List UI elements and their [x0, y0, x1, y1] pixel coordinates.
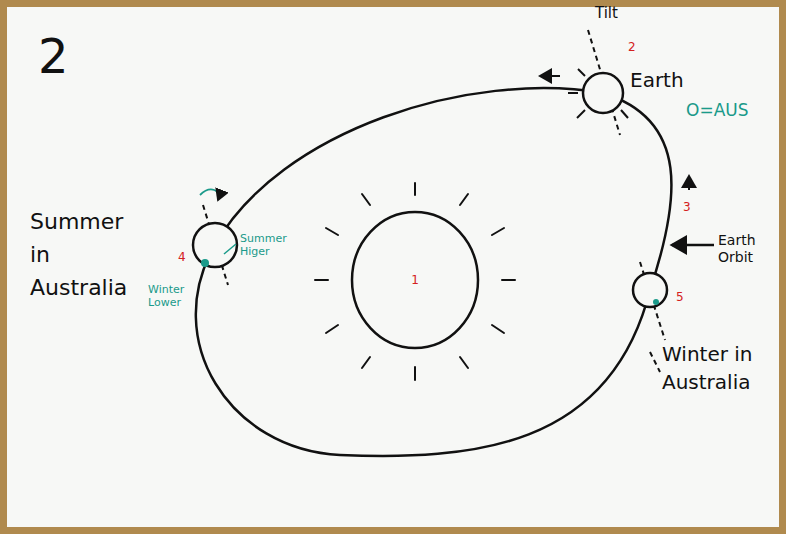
sun-angle-note: Winter Lower	[148, 283, 188, 309]
callout-number: 2	[628, 40, 636, 54]
sun-angle-note: Summer Higer	[240, 232, 302, 258]
earth-label: Earth	[630, 68, 684, 92]
board-number: 2	[38, 28, 69, 86]
orbit-label: Earth Orbit	[718, 232, 778, 266]
season-label: Summer in Australia	[30, 205, 140, 304]
season-label: Winter in Australia	[662, 340, 774, 396]
location-note: O=AUS	[686, 100, 749, 120]
sun-circle: 1	[350, 210, 480, 350]
callout-number: 4	[178, 250, 186, 264]
callout-number: 1	[411, 273, 419, 287]
tilt-label: Tilt	[595, 4, 618, 22]
callout-number: 3	[683, 200, 691, 214]
callout-number: 5	[676, 290, 684, 304]
